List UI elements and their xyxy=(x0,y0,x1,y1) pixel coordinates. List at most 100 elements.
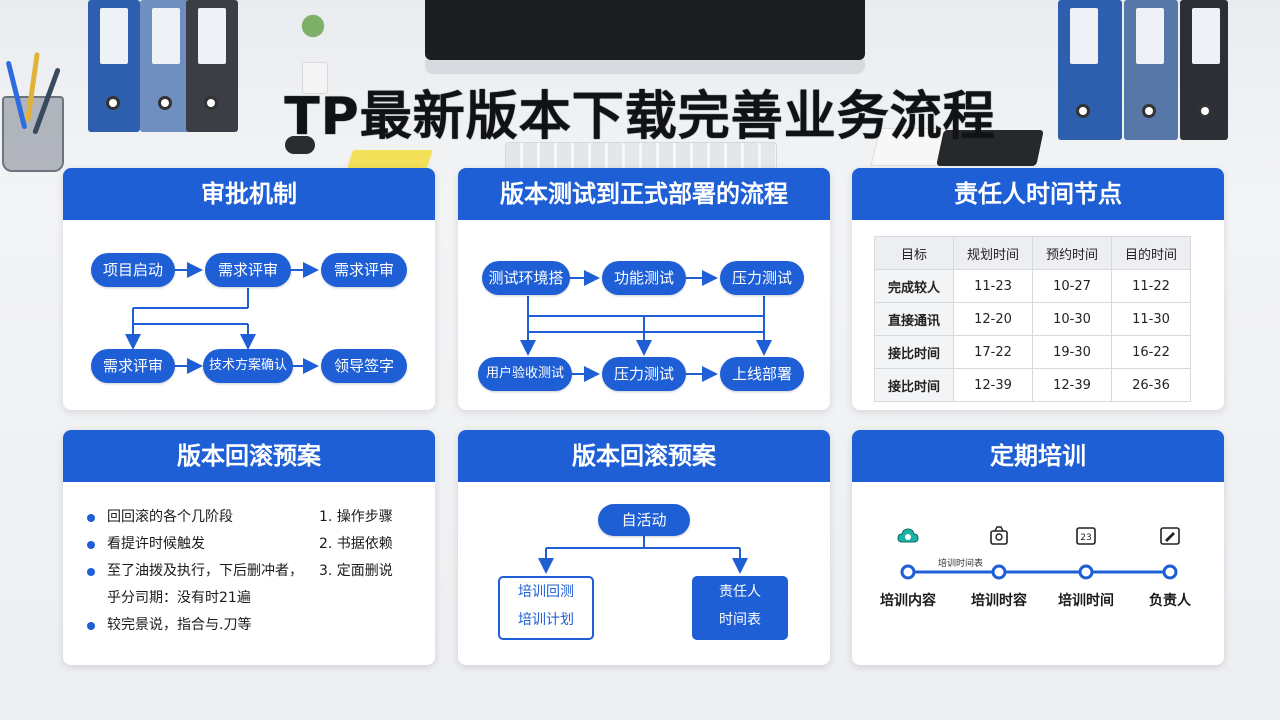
list-item: 较完景说，指合与.刀等 xyxy=(87,612,417,639)
calendar-icon: 23 xyxy=(1076,527,1096,545)
list-item-step: 1. 操作步骤 xyxy=(319,509,393,525)
bullet-icon xyxy=(87,541,95,549)
timeline-label: 负责人 xyxy=(1149,593,1191,609)
schedule-table: 目标 规划时间 预约时间 目的时间 完成较人 11-23 10-27 11-22… xyxy=(874,236,1191,402)
notepad-decoration xyxy=(347,150,433,168)
binder-decoration xyxy=(186,0,238,132)
monitor-decoration xyxy=(425,0,865,60)
monitor-stand-decoration xyxy=(425,60,865,74)
list-item-text: 乎分司期：没有时21遍 xyxy=(107,590,251,606)
schedule-panel-title: 责任人时间节点 xyxy=(852,168,1224,220)
binder-decoration xyxy=(1124,0,1178,140)
edit-icon xyxy=(1160,527,1180,545)
flow-node-stress-test-2: 压力测试 xyxy=(602,357,686,391)
table-cell: 11-23 xyxy=(953,269,1033,303)
deploy-flow: 测试环境搭 功能测试 压力测试 用户验收测试 压力测试 上线部署 xyxy=(458,220,830,410)
flow-node-project-start: 项目启动 xyxy=(91,253,175,287)
table-header: 规划时间 xyxy=(953,236,1033,270)
table-cell: 26-36 xyxy=(1111,368,1191,402)
deploy-connectors xyxy=(520,270,772,382)
schedule-body: 目标 规划时间 预约时间 目的时间 完成较人 11-23 10-27 11-22… xyxy=(852,220,1224,410)
flow-node-uat: 用户验收测试 xyxy=(478,357,572,391)
table-header-row: 目标 规划时间 预约时间 目的时间 xyxy=(874,236,1191,270)
table-cell: 10-30 xyxy=(1032,302,1112,336)
timeline-line xyxy=(900,564,1178,580)
timeline-label: 培训时容 xyxy=(971,593,1027,609)
flow-node-start: 自活动 xyxy=(598,504,690,536)
table-row: 完成较人 11-23 10-27 11-22 xyxy=(874,269,1191,303)
flow-node-requirement-review-2: 需求评审 xyxy=(321,253,407,287)
list-item: 回回滚的各个几阶段 1. 操作步骤 xyxy=(87,504,417,531)
table-cell: 直接通讯 xyxy=(874,302,954,336)
table-header: 目的时间 xyxy=(1111,236,1191,270)
flow-node-function-test: 功能测试 xyxy=(602,261,686,295)
table-cell: 接比时间 xyxy=(874,335,954,369)
flow-node-requirement-review-3: 需求评审 xyxy=(91,349,175,383)
binder-decoration xyxy=(140,0,192,132)
list-item-text: 较完景说，指合与.刀等 xyxy=(107,617,252,633)
mouse-decoration xyxy=(285,136,315,154)
box-line: 培训回测 xyxy=(518,584,574,600)
table-cell: 完成较人 xyxy=(874,269,954,303)
schedule-panel: 责任人时间节点 目标 规划时间 预约时间 目的时间 完成较人 11-23 10-… xyxy=(852,168,1224,410)
list-item-step: 2. 书据依赖 xyxy=(319,536,393,552)
rollback-list-panel: 版本回滚预案 回回滚的各个几阶段 1. 操作步骤 看提许时候触发 2. 书据依赖… xyxy=(63,430,435,665)
table-cell: 16-22 xyxy=(1111,335,1191,369)
list-item-text: 回回滚的各个几阶段 xyxy=(107,509,233,525)
timeline-label: 培训内容 xyxy=(880,593,936,609)
rollback-list-body: 回回滚的各个几阶段 1. 操作步骤 看提许时候触发 2. 书据依赖 至了油拨及执… xyxy=(63,482,435,665)
list-item: 至了油拨及执行，下后删冲者， 3. 定面删说 xyxy=(87,558,417,585)
table-cell: 接比时间 xyxy=(874,368,954,402)
flow-node-requirement-review: 需求评审 xyxy=(205,253,291,287)
bullet-icon xyxy=(87,514,95,522)
timeline-note: 培训时间表 xyxy=(938,559,984,569)
plant-decoration xyxy=(300,10,326,50)
table-header: 目标 xyxy=(874,236,954,270)
rollback-connectors xyxy=(538,536,748,574)
table-row: 接比时间 17-22 19-30 16-22 xyxy=(874,335,1191,369)
binder-decoration xyxy=(88,0,140,132)
box-line: 培训计划 xyxy=(518,612,574,628)
table-cell: 10-27 xyxy=(1032,269,1112,303)
table-row: 直接通讯 12-20 10-30 11-30 xyxy=(874,302,1191,336)
box-line: 时间表 xyxy=(719,612,761,628)
timeline-label: 培训时间 xyxy=(1058,593,1114,609)
table-header: 预约时间 xyxy=(1032,236,1112,270)
bullet-icon xyxy=(87,622,95,630)
bullet-icon xyxy=(87,568,95,576)
flow-node-stress-test: 压力测试 xyxy=(720,261,804,295)
keyboard-decoration xyxy=(505,142,777,170)
deploy-panel: 版本测试到正式部署的流程 测试环境搭 功能测试 压力测试 用户验收测试 压力测试… xyxy=(458,168,830,410)
document-icon xyxy=(990,526,1008,545)
table-cell: 17-22 xyxy=(953,335,1033,369)
training-panel-title: 定期培训 xyxy=(852,430,1224,482)
list-item-text: 看提许时候触发 xyxy=(107,536,205,552)
rollback-list: 回回滚的各个几阶段 1. 操作步骤 看提许时候触发 2. 书据依赖 至了油拨及执… xyxy=(87,504,417,639)
table-cell: 11-22 xyxy=(1111,269,1191,303)
binder-decoration xyxy=(1058,0,1122,140)
box-line: 责任人 xyxy=(719,584,761,600)
table-cell: 11-30 xyxy=(1111,302,1191,336)
rollback-flow-panel-title: 版本回滚预案 xyxy=(458,430,830,482)
table-cell: 19-30 xyxy=(1032,335,1112,369)
binder-decoration xyxy=(1180,0,1228,140)
flow-node-tech-plan: 技术方案确认 xyxy=(203,349,293,383)
flow-node-leader-sign: 领导签字 xyxy=(321,349,407,383)
list-item-step: 3. 定面删说 xyxy=(319,563,393,579)
flow-node-test-env: 测试环境搭 xyxy=(482,261,570,295)
svg-text:23: 23 xyxy=(1080,533,1091,543)
table-row: 接比时间 12-39 12-39 26-36 xyxy=(874,368,1191,402)
page-title: TP最新版本下载完善业务流程 xyxy=(284,87,996,147)
table-cell: 12-20 xyxy=(953,302,1033,336)
approval-panel: 审批机制 项目启动 需求评审 需求评审 需求评审 技术方案确认 领导签字 xyxy=(63,168,435,410)
flow-node-training-plan: 培训回测 培训计划 xyxy=(498,576,594,640)
rollback-list-panel-title: 版本回滚预案 xyxy=(63,430,435,482)
rollback-flow-body: 自活动 培训回测 培训计划 责任人 时间表 xyxy=(458,482,830,665)
deploy-panel-title: 版本测试到正式部署的流程 xyxy=(458,168,830,220)
flow-node-go-live: 上线部署 xyxy=(720,357,804,391)
list-item-continuation: 乎分司期：没有时21遍 xyxy=(87,585,417,612)
approval-panel-title: 审批机制 xyxy=(63,168,435,220)
cloud-icon xyxy=(897,528,919,543)
table-cell: 12-39 xyxy=(1032,368,1112,402)
plant-pot-decoration xyxy=(302,62,328,94)
